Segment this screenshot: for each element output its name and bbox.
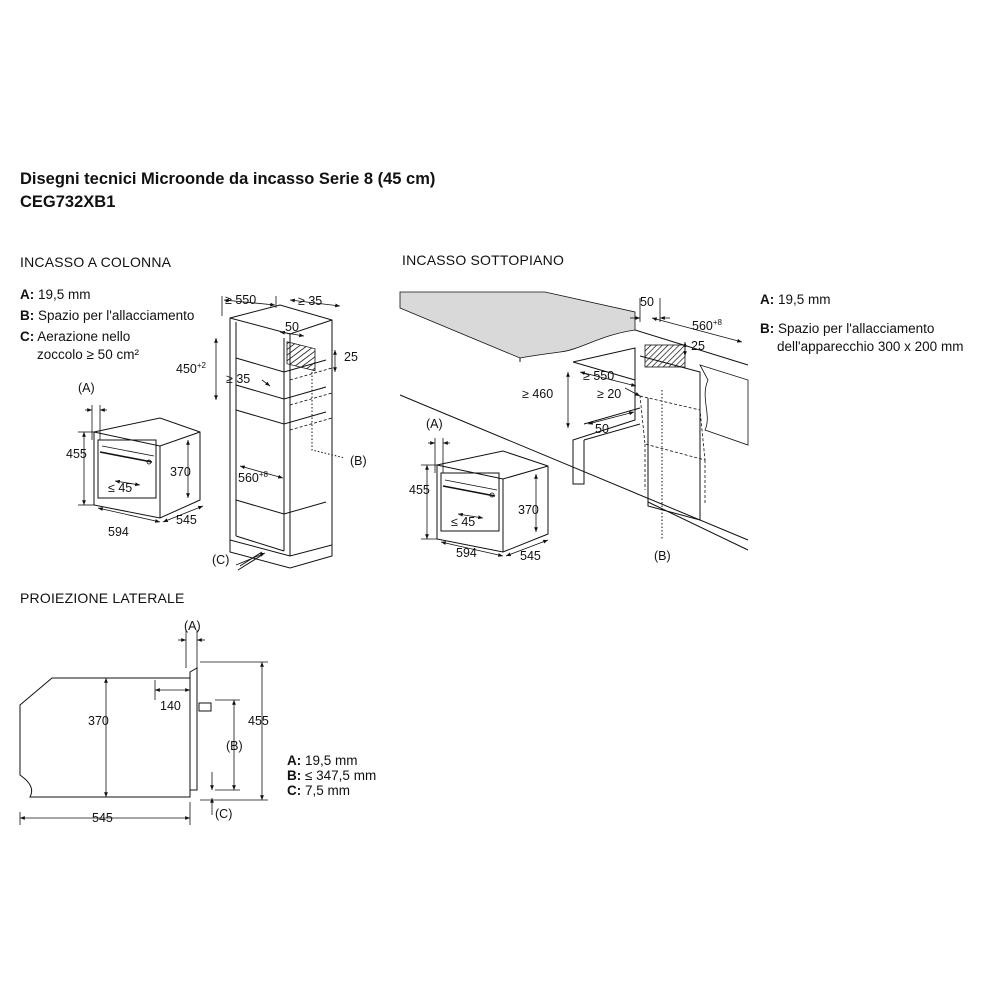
dim-ge550: ≥ 550 bbox=[225, 293, 256, 307]
legend-key: A: bbox=[760, 292, 775, 307]
legend-value: 19,5 mm bbox=[301, 753, 358, 768]
dim-C: (C) bbox=[212, 553, 229, 567]
legend-side: A: 19,5 mm B: ≤ 347,5 mm C: 7,5 mm bbox=[287, 753, 376, 798]
dim-545: 545 bbox=[92, 811, 113, 825]
dim-50: 50 bbox=[640, 295, 654, 309]
dim-ge460: ≥ 460 bbox=[522, 387, 553, 401]
dim-A: (A) bbox=[426, 417, 443, 431]
model-code: CEG732XB1 bbox=[20, 193, 116, 211]
column-appliance-drawing bbox=[78, 405, 204, 523]
dim-545: 545 bbox=[176, 513, 197, 527]
legend-value: 19,5 mm bbox=[34, 287, 91, 302]
dim-B: (B) bbox=[226, 739, 243, 753]
legend-key: B: bbox=[20, 308, 35, 323]
dim-le45: ≤ 45 bbox=[451, 515, 475, 529]
dim-tolerance: +8 bbox=[259, 470, 269, 479]
legend-value: Spazio per l'allacciamento bbox=[34, 308, 195, 323]
dim-B: (B) bbox=[350, 454, 367, 468]
legend-column: A: 19,5 mm B: Spazio per l'allacciamento… bbox=[20, 286, 194, 364]
legend-value: zoccolo ≥ 50 cm² bbox=[37, 347, 139, 362]
dim-ge550: ≥ 550 bbox=[583, 369, 614, 383]
legend-value: Aerazione nello bbox=[34, 329, 131, 344]
dim-tolerance: +8 bbox=[713, 318, 723, 327]
dim-370: 370 bbox=[88, 714, 109, 728]
legend-key: A: bbox=[287, 753, 302, 768]
dim-C: (C) bbox=[215, 807, 232, 821]
dim-370: 370 bbox=[170, 465, 191, 479]
legend-key: B: bbox=[760, 321, 775, 336]
dim-370: 370 bbox=[518, 503, 539, 517]
under-counter-appliance-drawing bbox=[421, 438, 549, 557]
legend-value: Spazio per l'allacciamento bbox=[774, 321, 935, 336]
dim-value: 560 bbox=[238, 471, 259, 485]
legend-value: ≤ 347,5 mm bbox=[301, 768, 377, 783]
dim-450: 450+2 bbox=[176, 361, 207, 376]
dim-value: 450 bbox=[176, 362, 197, 376]
dim-594: 594 bbox=[108, 525, 129, 539]
dim-594: 594 bbox=[456, 546, 477, 560]
dim-25: 25 bbox=[344, 350, 358, 364]
legend-value: 19,5 mm bbox=[774, 292, 831, 307]
dim-ge35-top: ≥ 35 bbox=[298, 294, 322, 308]
dim-455: 455 bbox=[248, 714, 269, 728]
dim-560: 560+8 bbox=[692, 318, 723, 333]
dim-B: (B) bbox=[654, 549, 671, 563]
dim-le45: ≤ 45 bbox=[108, 481, 132, 495]
dim-A: (A) bbox=[184, 619, 201, 633]
dim-value: 560 bbox=[692, 319, 713, 333]
legend-key: C: bbox=[287, 783, 302, 798]
page-title: Disegni tecnici Microonde da incasso Ser… bbox=[20, 170, 436, 188]
dim-ge35: ≥ 35 bbox=[226, 372, 250, 386]
legend-value: dell'apparecchio 300 x 200 mm bbox=[777, 339, 964, 354]
dim-140: 140 bbox=[160, 699, 181, 713]
dim-50-low: 50 bbox=[595, 422, 609, 436]
dim-560: 560+8 bbox=[238, 470, 269, 485]
dim-ge20: ≥ 20 bbox=[597, 387, 621, 401]
dim-545: 545 bbox=[520, 549, 541, 563]
legend-under-counter: A: 19,5 mm B: Spazio per l'allacciamento… bbox=[760, 291, 963, 356]
section-title-column: INCASSO A COLONNA bbox=[20, 254, 172, 270]
side-projection-drawing bbox=[19, 630, 268, 825]
legend-key: C: bbox=[20, 329, 35, 344]
legend-key: A: bbox=[20, 287, 35, 302]
dim-50: 50 bbox=[285, 320, 299, 334]
legend-key: B: bbox=[287, 768, 302, 783]
section-title-under-counter: INCASSO SOTTOPIANO bbox=[402, 252, 565, 268]
dim-455: 455 bbox=[409, 483, 430, 497]
dim-455: 455 bbox=[66, 447, 87, 461]
dim-25: 25 bbox=[691, 339, 705, 353]
under-counter-cabinet-drawing bbox=[399, 291, 749, 551]
column-cabinet-drawing bbox=[214, 296, 346, 571]
legend-value: 7,5 mm bbox=[301, 783, 351, 798]
section-title-side: PROIEZIONE LATERALE bbox=[20, 590, 185, 606]
dim-A: (A) bbox=[78, 381, 95, 395]
dim-tolerance: +2 bbox=[197, 361, 207, 370]
